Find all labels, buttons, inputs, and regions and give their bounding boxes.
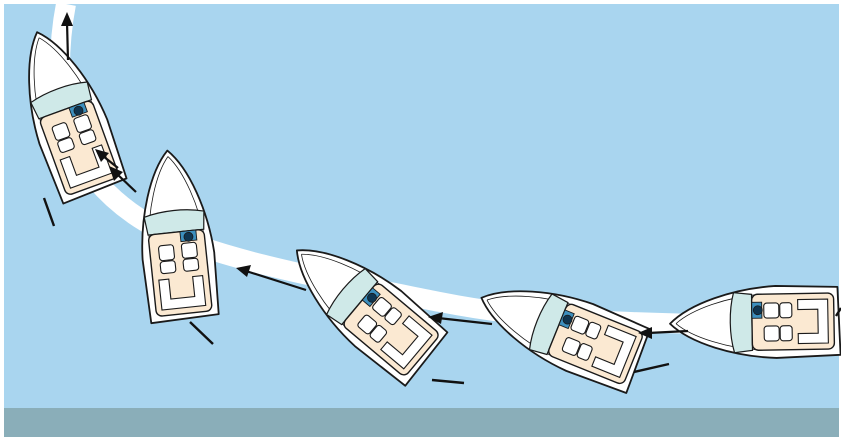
outboard-motor-icon (633, 362, 670, 374)
boat-2 (467, 263, 670, 396)
boat-4 (130, 145, 222, 345)
boat-1 (668, 283, 841, 361)
up-arrow-icon (61, 12, 73, 61)
left-arrow-icon (638, 327, 689, 339)
shore (4, 408, 839, 437)
outboard-motor-icon (834, 307, 841, 317)
left-arrow-icon (236, 265, 307, 292)
outboard-motor-icon (431, 378, 465, 385)
outboard-motor-icon (42, 197, 56, 227)
boat-5 (2, 18, 130, 227)
up-left-arrow-icon (109, 166, 137, 193)
left-arrow-icon (428, 312, 493, 326)
outboard-motor-icon (189, 321, 214, 345)
up-left-arrow-icon (95, 149, 119, 169)
boat-3 (272, 221, 465, 389)
